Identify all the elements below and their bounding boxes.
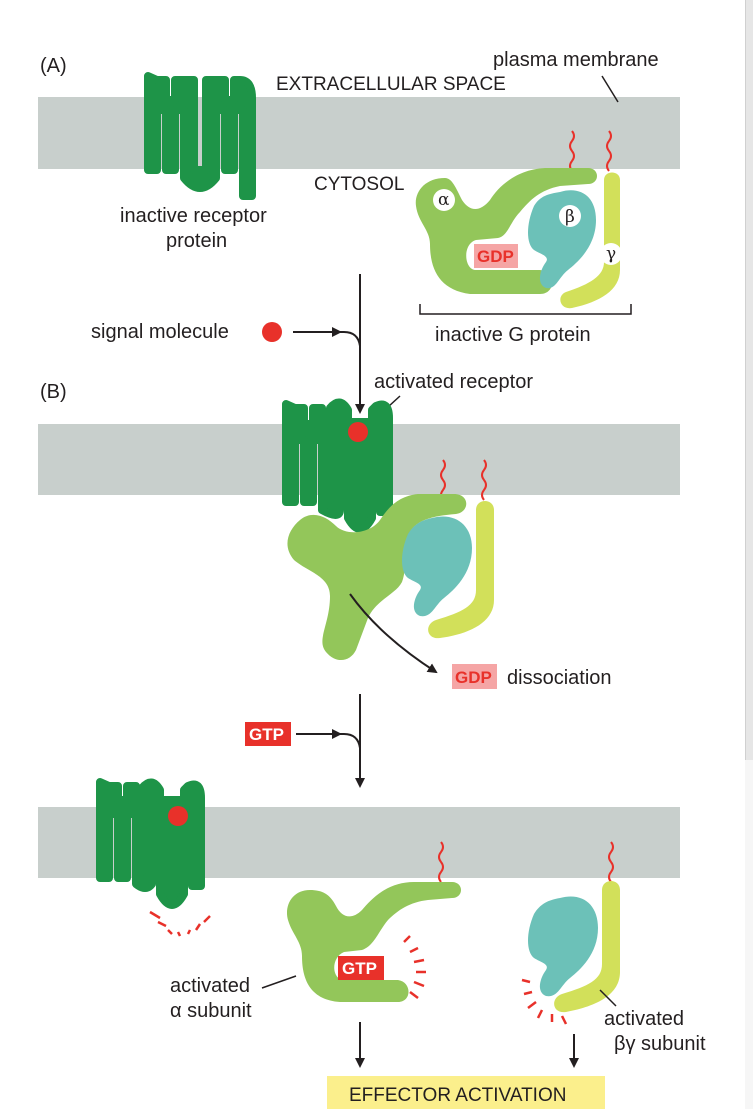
beta-subunit-activated [528, 896, 598, 997]
receptor-activation-rays [149, 910, 211, 937]
alpha-subunit-inactive [415, 168, 597, 294]
scrollbar-track [745, 760, 753, 1109]
beta-subunit-b [402, 516, 472, 617]
gtp-merge-arrow [296, 733, 361, 749]
inactive-receptor-label-2: protein [166, 230, 227, 252]
lipid-anchor-alpha-a [569, 130, 575, 172]
plasma-membrane-leader [601, 75, 619, 103]
effector-activation-label: EFFECTOR ACTIVATION [349, 1085, 566, 1106]
activated-alpha-leader [261, 975, 297, 989]
inactive-receptor-label-1: inactive receptor [120, 205, 267, 227]
gtp-tag-incoming [245, 722, 291, 746]
cytosol-label: CYTOSOL [314, 174, 404, 195]
panel-b-label: (B) [40, 381, 67, 403]
dissociation-label: dissociation [507, 667, 612, 689]
activated-by-label-1: activated [604, 1008, 684, 1030]
lipid-anchor-gamma-b [481, 459, 487, 501]
plasma-membrane-a [38, 97, 680, 169]
gamma-subunit-inactive [560, 172, 620, 309]
inactive-g-protein-bracket [419, 304, 632, 315]
lipid-anchor-gamma-a [606, 130, 612, 172]
inactive-receptor [144, 72, 256, 200]
alpha-symbol: α [438, 190, 450, 210]
beta-gamma-activation-rays [521, 978, 568, 1025]
window-scrollbar[interactable] [745, 0, 753, 760]
alpha-subunit-b [287, 494, 467, 661]
alpha-subunit-activated [286, 882, 461, 1002]
activated-alpha-label-1: activated [170, 975, 250, 997]
gtp-tag-bound [338, 956, 384, 980]
effector-activation-box [327, 1076, 605, 1109]
signal-molecule-label: signal molecule [91, 321, 229, 343]
gdp-tag-released [452, 664, 497, 689]
beta-symbol: β [565, 207, 575, 227]
gdp-text-inactive: GDP [477, 247, 514, 266]
bound-signal-molecule-c [168, 806, 188, 826]
gamma-symbol-bubble [600, 243, 622, 265]
alpha-symbol-bubble [433, 189, 455, 211]
activated-by-label-2: βγ subunit [614, 1033, 706, 1055]
bound-signal-molecule [348, 422, 368, 442]
extracellular-space-label: EXTRACELLULAR SPACE [276, 74, 506, 95]
receptor-activated-c [96, 778, 205, 909]
signal-merge-arrow [293, 331, 361, 347]
plasma-membrane-label: plasma membrane [493, 49, 659, 71]
gamma-symbol: γ [606, 244, 616, 264]
gdp-tag-inactive [474, 244, 518, 268]
inactive-g-protein-label: inactive G protein [435, 324, 591, 346]
lipid-anchor-alpha-b [440, 459, 446, 501]
gdp-dissociation-arrow [349, 593, 438, 674]
gamma-subunit-b [428, 501, 494, 639]
gtp-merge-arrowhead [332, 729, 342, 739]
signal-merge-arrowhead [332, 327, 342, 337]
activated-receptor-label: activated receptor [374, 371, 533, 393]
activated-alpha-label-2: α subunit [170, 1000, 252, 1022]
lipid-anchor-gamma-c [608, 841, 614, 883]
signal-molecule [262, 322, 282, 342]
gamma-subunit-activated [554, 881, 620, 1013]
activated-by-leader [599, 989, 617, 1007]
gdp-text-released: GDP [455, 668, 492, 687]
lipid-anchor-alpha-c [438, 841, 444, 883]
panel-a-label: (A) [40, 55, 67, 77]
activated-receptor [282, 398, 393, 533]
gtp-text-incoming: GTP [249, 725, 284, 744]
gtp-text-bound: GTP [342, 959, 377, 978]
alpha-activation-rays [403, 935, 426, 999]
beta-symbol-bubble [559, 205, 581, 227]
